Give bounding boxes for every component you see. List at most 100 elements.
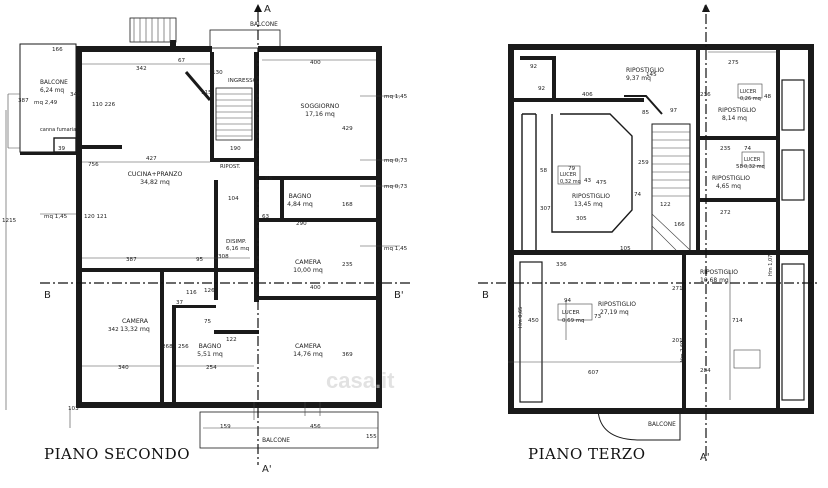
dim: 75 xyxy=(204,319,212,325)
second-camera3-name: CAMERA xyxy=(295,343,322,350)
dim: 406 xyxy=(582,92,593,98)
third-rip5-name: RIPOSTIGLIO xyxy=(598,301,636,308)
dim: 92 xyxy=(538,86,545,92)
second-camera1-name: CAMERA xyxy=(295,259,322,266)
dim: 37 xyxy=(176,300,184,306)
second-bagno1-name: BAGNO xyxy=(289,193,312,200)
dim: mq 1,45 xyxy=(384,246,408,252)
dim: 166 xyxy=(674,222,685,228)
dim: 122 xyxy=(226,337,237,343)
second-camera2-name: CAMERA xyxy=(122,318,149,325)
dim: 756 xyxy=(88,162,99,168)
dim: 272 xyxy=(720,210,731,216)
dim: 235 xyxy=(720,146,731,152)
second-outer-walls xyxy=(19,17,382,408)
dim: 74 xyxy=(744,146,752,152)
second-bagno2-name: BAGNO xyxy=(199,343,222,350)
third-lucer-small-area: 0,26 mq xyxy=(740,96,761,102)
dim: 271 xyxy=(672,286,683,292)
dim: 48 xyxy=(764,94,772,100)
dim: 275 xyxy=(728,60,739,66)
dim: Hm 0,65 xyxy=(518,307,524,328)
second-camera1-area: 10,00 mq xyxy=(293,267,323,274)
dim: mq 0,73 xyxy=(384,184,408,190)
second-soggiorno-area: 17,16 mq xyxy=(305,111,335,118)
dim: 1215 xyxy=(2,218,17,224)
second-interior-walls xyxy=(53,52,379,405)
dim: 159 xyxy=(220,424,231,430)
dim: 305 xyxy=(576,216,587,222)
dim: 256 xyxy=(178,344,189,350)
dim: 39 xyxy=(58,146,66,152)
third-balcone-label: BALCONE xyxy=(648,422,676,428)
axis-b-left-second: B xyxy=(44,290,51,301)
second-balcone-area: 6,24 mq xyxy=(40,88,64,94)
second-stairs xyxy=(184,71,253,141)
axis-b-left-third: B xyxy=(482,290,489,301)
third-rip6-name: RIPOSTIGLIO xyxy=(700,269,738,276)
dim: 104 xyxy=(228,196,239,202)
dim: 348 xyxy=(70,92,81,98)
dim: 190 xyxy=(230,146,241,152)
dim: 74 xyxy=(634,192,642,198)
dim: 429 xyxy=(342,126,353,132)
dim: 387 xyxy=(126,257,137,263)
dim: 400 xyxy=(310,285,321,291)
dim: 714 xyxy=(732,318,743,324)
third-lucer-big-area: 0,69 mq xyxy=(562,318,584,324)
third-rip3-name: RIPOSTIGLIO xyxy=(572,193,610,200)
dim: 201 xyxy=(672,338,683,344)
third-lucer-mid-name: LUCER xyxy=(744,157,761,163)
plan-third-floor: RIPOSTIGLIO 9,37 mq RIPOSTIGLIO 8,14 mq … xyxy=(508,44,814,463)
second-floor-title: PIANO SECONDO xyxy=(44,445,190,463)
second-cucina-area: 34,82 mq xyxy=(140,179,170,186)
second-camera2-area: 13,32 mq xyxy=(120,326,150,333)
third-rip2-area: 8,14 mq xyxy=(722,115,747,122)
dim: Hm 2,60 xyxy=(680,341,686,362)
dim: 103 xyxy=(68,406,79,412)
second-balcone-name: BALCONE xyxy=(40,80,68,86)
dim: 369 xyxy=(342,352,353,358)
dim: 95 xyxy=(196,257,204,263)
dim: 342 xyxy=(136,66,147,72)
dim: 155 xyxy=(366,434,377,440)
dim: 254 xyxy=(206,365,217,371)
dim: 336 xyxy=(556,262,567,268)
second-bagno2-area: 5,51 mq xyxy=(197,351,223,358)
third-lucer-mid-area: 0,32 mq xyxy=(744,164,765,170)
dim: 94 xyxy=(564,298,572,304)
dim: mq 2,49 xyxy=(34,100,58,106)
axis-a-top-second: A xyxy=(264,4,271,15)
dim: 85 xyxy=(642,110,650,116)
dim: 387 xyxy=(18,98,29,104)
dim: 340 xyxy=(118,365,129,371)
third-lucer-big-name: LUCER xyxy=(562,310,580,316)
third-floor-title: PIANO TERZO xyxy=(528,445,646,463)
second-dimensions: 166 342 67 130 400 115 348 387 mq 2,49 1… xyxy=(2,47,408,440)
third-lucer-left-area: 0,32 mq xyxy=(560,179,581,185)
second-dimension-lines xyxy=(5,59,400,449)
dim: 400 xyxy=(310,60,321,66)
dim: 308 xyxy=(218,254,229,260)
axis-a-bottom-third: A' xyxy=(700,452,710,463)
second-canna-label: canna fumaria xyxy=(40,127,76,133)
dim: mq 0,73 xyxy=(384,158,408,164)
second-disimp-area: 6,16 mq xyxy=(226,246,250,252)
dim: 268 xyxy=(162,344,173,350)
second-ripost-label: RIPOST. xyxy=(220,164,241,170)
third-rip5-area: 27,19 mq xyxy=(600,309,629,316)
third-lucer-left-name: LUCER xyxy=(560,172,577,178)
dim: Hm 1,07 xyxy=(768,255,774,276)
third-rip3-area: 13,45 mq xyxy=(574,201,603,208)
plan-second-floor: BALCONE 6,24 mq canna fumaria CUCINA+PRA… xyxy=(2,17,408,463)
third-interior-lines xyxy=(508,51,805,441)
second-soggiorno-name: SOGGIORNO xyxy=(301,103,340,110)
third-rip4-name: RIPOSTIGLIO xyxy=(712,175,750,182)
dim: 73 xyxy=(594,314,602,320)
dim: 456 xyxy=(310,424,321,430)
dim: mq 1,45 xyxy=(384,94,408,100)
dim: 342 xyxy=(108,327,119,333)
dim: 475 xyxy=(596,180,607,186)
third-rip2-name: RIPOSTIGLIO xyxy=(718,107,756,114)
